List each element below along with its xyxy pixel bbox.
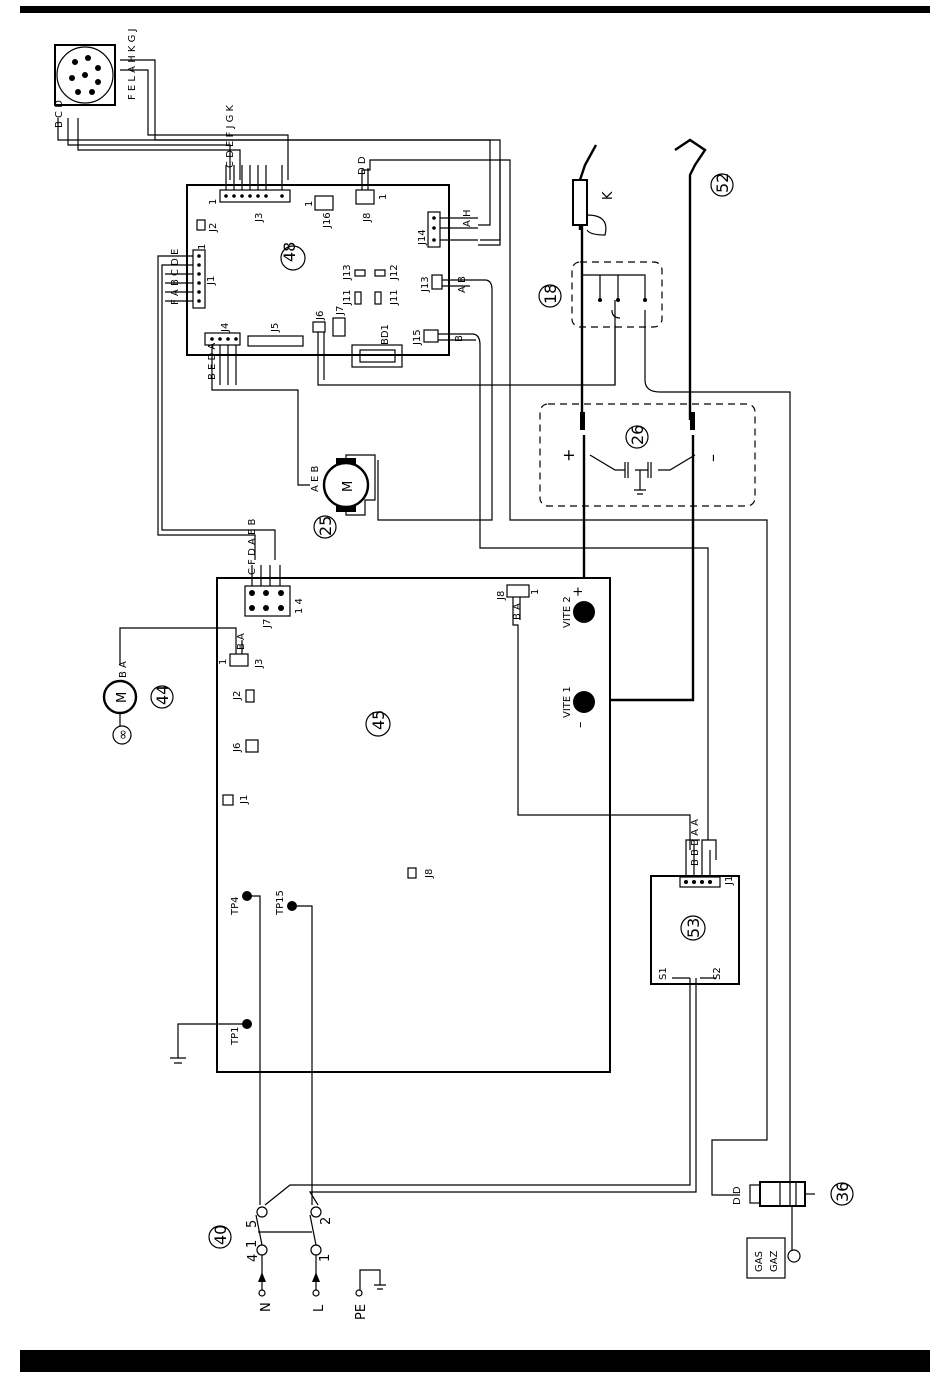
torch-18: K xyxy=(572,144,616,420)
motor-25-letters: A E B xyxy=(310,465,321,492)
b48-j15-b: B xyxy=(454,335,465,342)
connector-left-letters: B C D xyxy=(54,100,65,128)
b48-j3-letters: C D E F J G K xyxy=(225,104,236,168)
b48-j7-label: J7 xyxy=(335,306,346,316)
b48-j14-label: J14 xyxy=(417,229,428,246)
motor-25-m: M xyxy=(341,481,356,492)
ref-45: 45 xyxy=(369,710,388,730)
b48-j3-pin1: 1 xyxy=(208,199,219,205)
ref-25: 25 xyxy=(316,516,335,536)
tp15-label: TP15 xyxy=(275,890,286,916)
ref-53: 53 xyxy=(684,918,703,938)
b45-j8b-label: J8 xyxy=(424,869,435,879)
b45-j3-label: J3 xyxy=(254,659,265,669)
b48-j16-label: J16 xyxy=(322,212,333,229)
b48-j12-label: J12 xyxy=(389,264,400,281)
switch-4: 4 xyxy=(246,1254,261,1262)
b48-j4-letters: B E D A xyxy=(207,343,218,380)
b45-j8-letters: B A xyxy=(512,603,523,620)
b53-j1: J1 xyxy=(724,876,735,886)
b48-j2-label: J2 xyxy=(208,223,219,233)
b48-j8-label: J8 xyxy=(362,213,373,223)
b48-j6-label: J6 xyxy=(315,311,326,321)
b48-j11b-label: J11 xyxy=(389,289,400,306)
b53-s2: S2 xyxy=(712,967,723,980)
b48-j4-label: J4 xyxy=(220,323,231,333)
b45-j7-label: J7 xyxy=(262,619,273,629)
b48-j13b-label: J13 xyxy=(420,276,431,293)
b48-j3-label: J3 xyxy=(254,213,265,223)
b48-j16-pin1: 1 xyxy=(304,201,315,207)
ref-26: 26 xyxy=(628,425,647,445)
vite-2-label: VITE 2 xyxy=(562,596,573,628)
panel-connector: B C D F E L A H K G J xyxy=(54,28,138,128)
b53-s1: S1 xyxy=(658,967,669,980)
valve-gaz: GAZ xyxy=(769,1250,780,1272)
gen-minus: – xyxy=(703,454,722,462)
b45-j8-pin1: 1 xyxy=(530,589,541,595)
valve-dd: D D xyxy=(732,1186,743,1205)
mains-l: L xyxy=(312,1304,327,1312)
b45-j7-pins: 1 4 xyxy=(294,598,305,614)
valve-gas: GAS xyxy=(754,1251,765,1272)
top-bar xyxy=(20,6,930,13)
b48-j1-label: J1 xyxy=(206,276,217,286)
ref-40: 40 xyxy=(211,1225,230,1245)
b45-j8-label: J8 xyxy=(496,591,507,601)
b48-j13-letters: A B xyxy=(457,276,468,293)
motor-44-m: M xyxy=(115,692,130,703)
tp1-label: TP1 xyxy=(230,1026,241,1046)
mains-n: N xyxy=(259,1302,274,1312)
b48-j11a-label: J11 xyxy=(342,289,353,306)
tp4-label: TP4 xyxy=(230,896,241,916)
vite-2-plus: + xyxy=(571,586,586,597)
b48-j15-label: J15 xyxy=(412,329,423,346)
b53-letters: B B B A A xyxy=(690,819,701,866)
switch-1: 1 xyxy=(318,1254,333,1262)
board-53: B B B A A J1 53 S1 S2 xyxy=(650,819,740,985)
fan-44-symbol: ∞ xyxy=(116,729,131,740)
generator-26: + – 26 xyxy=(539,403,756,507)
b45-j6-label: J6 xyxy=(232,743,243,753)
ref-18: 18 xyxy=(541,284,560,304)
torch-k: K xyxy=(601,191,616,200)
b48-j5-label: J5 xyxy=(270,323,281,333)
b45-j3-letters: B A xyxy=(236,633,247,650)
b48-j1-pin1: 1 xyxy=(197,244,208,250)
vite-1-minus: – xyxy=(573,722,588,729)
gas-valve-36: D D GAS GAZ xyxy=(500,159,815,1279)
gen-plus: + xyxy=(559,449,578,462)
b48-j8-letters: D D xyxy=(357,156,368,175)
motor-44-letters: B A xyxy=(118,661,129,678)
clamp-52 xyxy=(674,138,707,420)
switch-5: 5 xyxy=(245,1220,260,1228)
ref-36: 36 xyxy=(833,1182,852,1202)
b45-j7-letters: C F D A E B xyxy=(247,519,258,575)
switch-1b: 1 xyxy=(245,1240,260,1248)
b48-j13a-label: J13 xyxy=(342,264,353,281)
ref-52: 52 xyxy=(713,173,732,193)
b48-bd1-label: BD1 xyxy=(380,324,391,345)
b48-j1-letters: F A B C D E xyxy=(170,249,181,305)
connector-right-letters: F E L A H K G J xyxy=(127,28,138,100)
mains-pe: PE xyxy=(354,1304,369,1320)
bottom-bar xyxy=(20,1350,930,1372)
b45-j3-pin1: 1 xyxy=(218,659,229,665)
b45-j2-label: J2 xyxy=(232,691,243,701)
board-48: C D E F J G K J3 1 1 J16 D D J8 1 J2 J14… xyxy=(157,104,709,840)
b45-j1-label: J1 xyxy=(239,795,250,805)
mains-switch-40: 5 2 4 1 1 xyxy=(245,1206,386,1297)
vite-1-label: VITE 1 xyxy=(562,686,573,718)
switch-2: 2 xyxy=(319,1217,334,1225)
motor-25: M A E B xyxy=(310,454,376,516)
board-45: C F D A E B J7 1 4 B A J3 1 J2 J6 J1 J8 … xyxy=(119,519,691,1073)
b48-j8-pin1: 1 xyxy=(378,194,389,200)
motor-44: M B A ∞ xyxy=(102,661,138,745)
ref-48: 48 xyxy=(280,242,299,262)
ref-44: 44 xyxy=(153,685,172,705)
